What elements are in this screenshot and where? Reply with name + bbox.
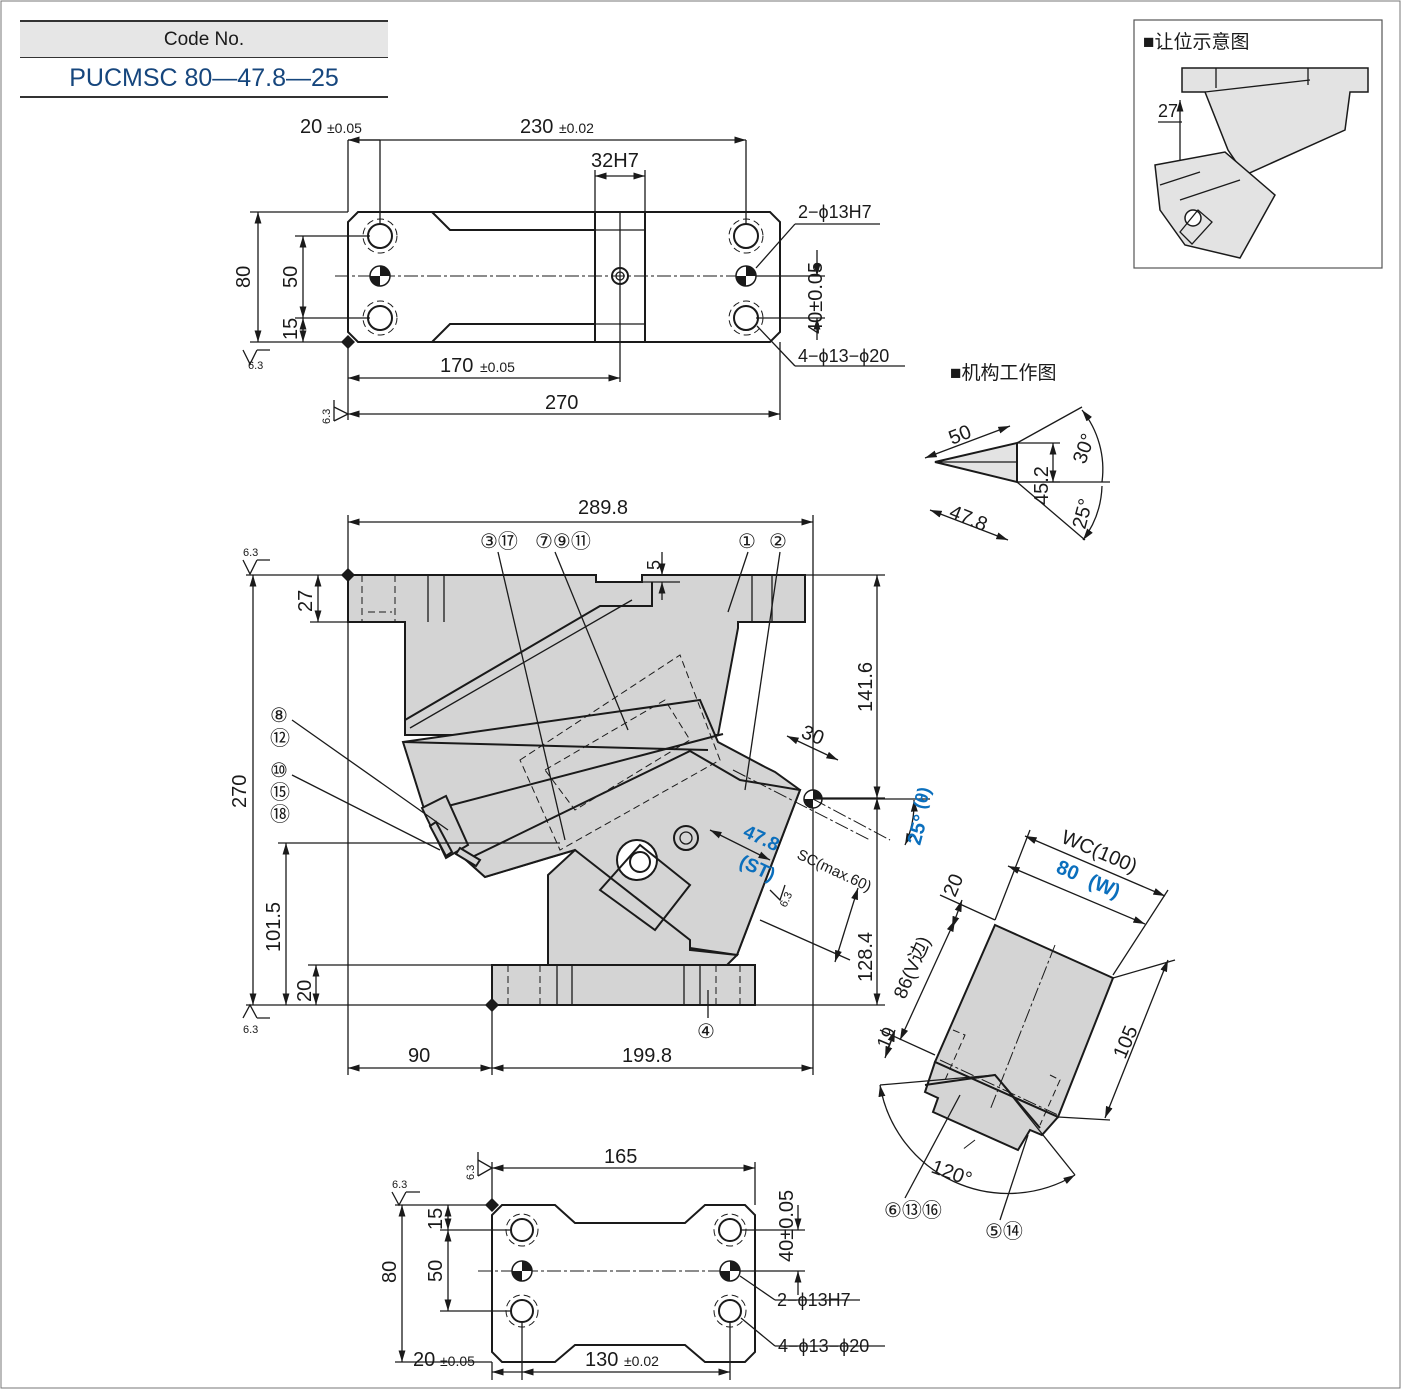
svg-text:6.3: 6.3 [248, 360, 263, 372]
side-dim-105: 105 [1109, 1023, 1142, 1062]
svg-text:6.3: 6.3 [392, 1179, 407, 1191]
top-plate-holes [362, 218, 764, 336]
base-plate [491, 964, 756, 1006]
balloon-15: ⑮ [270, 781, 290, 804]
balloon-2: ② [769, 531, 787, 553]
front-dim-top-thk: 27 [295, 590, 317, 612]
top-dim-low: 15 [280, 318, 302, 340]
balloon-4: ④ [697, 1021, 715, 1043]
front-dim-h2: 128.4 [855, 932, 877, 982]
svg-text:6.3: 6.3 [321, 409, 333, 424]
mech-dim-50: 50 [946, 421, 975, 450]
balloon-12: ⑫ [270, 727, 290, 750]
side-dim-20: 20 [939, 871, 968, 900]
front-dim-h1: 141.6 [855, 662, 877, 712]
balloon-5-14: ⑤⑭ [985, 1220, 1023, 1243]
roughness-mark [769, 884, 786, 902]
front-dim-base-h: 101.5 [263, 902, 285, 952]
balloon-7-9-11: ⑦⑨⑪ [535, 530, 591, 553]
side-dim-angle: 120° [928, 1156, 974, 1191]
balloon-18: ⑱ [270, 803, 290, 826]
bottom-plate-outline [491, 1204, 756, 1363]
svg-text:6.3: 6.3 [465, 1165, 477, 1180]
front-dim-base-thk: 20 [294, 980, 316, 1002]
front-dim-left: 90 [408, 1045, 430, 1067]
mech-dim-30: 30° [1069, 431, 1100, 467]
side-dim-v: 86(V边) [889, 933, 935, 1002]
front-dim-right: 199.8 [622, 1045, 672, 1067]
front-dim-angle-tag: (θ) [910, 785, 935, 811]
bottom-plate-view: 165 80 50 15 20 ±0.05 130 ±0.02 40±0.05 … [379, 1146, 885, 1380]
roughness-mark [333, 400, 350, 422]
clearance-title: ■让位示意图 [1143, 31, 1249, 53]
top-dim-pitch-tol: ±0.02 [559, 120, 594, 136]
clearance-view: ■让位示意图 27 [1133, 19, 1383, 269]
balloon-6-13-16: ⑥⑬⑯ [884, 1199, 942, 1222]
side-dim-w: 80 [1053, 856, 1082, 885]
bottom-dim-offset: 20 [413, 1349, 435, 1371]
balloon-10: ⑩ [270, 760, 288, 782]
mech-dim-45-2: 45.2 [1031, 466, 1053, 505]
balloon-3-17: ③⑰ [480, 530, 518, 553]
bottom-dim-pitch: 130 [585, 1349, 618, 1371]
front-dim-total-height: 270 [229, 775, 251, 808]
mechanism-title: ■机构工作图 [950, 362, 1056, 384]
code-header: Code No. [20, 20, 388, 58]
clearance-lower-block [1154, 151, 1276, 259]
balloon-1: ① [738, 531, 756, 553]
front-dim-width: 289.8 [578, 497, 628, 519]
bottom-dim-inner: 50 [425, 1260, 447, 1282]
side-dim-19: 19 [873, 1024, 901, 1052]
top-dim-height: 80 [233, 266, 255, 288]
roughness-mark [242, 349, 270, 366]
clearance-dim-27: 27 [1158, 101, 1178, 121]
bottom-callout-pins: 2−ϕ13H7 [777, 1290, 851, 1310]
svg-text:6.3: 6.3 [778, 890, 795, 909]
mech-dim-25: 25° [1069, 496, 1098, 531]
top-plate-outline [347, 211, 781, 343]
top-dim-half-tol: ±0.05 [480, 359, 515, 375]
top-block [347, 574, 806, 736]
bottom-dim-width: 165 [604, 1146, 637, 1168]
bottom-plate-pins [511, 1260, 741, 1282]
front-dim-slot-depth: 5 [644, 560, 664, 570]
front-dim-30: 30 [798, 721, 827, 750]
code-number-box: Code No. PUCMSC 80—47.8—25 [20, 20, 388, 98]
bottom-dim-vert: 40±0.05 [776, 1190, 798, 1262]
top-plate-view: 20 ±0.05 230 ±0.02 32H7 80 50 15 170 ±0.… [233, 116, 905, 424]
top-callout-pins: 2−ϕ13H7 [798, 202, 872, 222]
front-dim-angle: 25° [904, 812, 933, 847]
front-dim-sc: SC(max.60) [794, 846, 874, 895]
top-dim-length: 270 [545, 392, 578, 414]
top-dim-pitch: 230 [520, 116, 553, 138]
front-view: 289.8 270 27 5 141.6 128.4 101.5 20 90 1… [229, 497, 934, 1075]
top-dim-vert: 40±0.05 [805, 262, 827, 334]
mechanism-view: ■机构工作图 50 47.8 45.2 30° 25° [924, 362, 1110, 541]
clearance-upper-block [1181, 67, 1369, 176]
top-dim-inner: 50 [280, 266, 302, 288]
bottom-dim-offset-tol: ±0.05 [440, 1353, 475, 1369]
top-callout-holes: 4−ϕ13−ϕ20 [798, 346, 889, 366]
bottom-dim-pitch-tol: ±0.02 [624, 1353, 659, 1369]
bottom-dim-low: 15 [425, 1208, 447, 1230]
top-dim-offset: 20 [300, 116, 322, 138]
bottom-callout-holes: 4−ϕ13−ϕ20 [778, 1336, 869, 1356]
code-value: PUCMSC 80—47.8—25 [20, 58, 388, 98]
top-dim-offset-tol: ±0.05 [327, 120, 362, 136]
svg-text:6.3: 6.3 [243, 1024, 258, 1036]
top-dim-half: 170 [440, 355, 473, 377]
svg-text:6.3: 6.3 [243, 547, 258, 559]
bottom-dim-height: 80 [379, 1261, 401, 1283]
side-view: WC(100) 80 (W) 20 86(V边) 19 105 120° ⑥⑬⑯… [873, 826, 1176, 1243]
top-dim-slot: 32H7 [591, 150, 639, 172]
mech-dim-47-8: 47.8 [946, 501, 990, 536]
balloon-8: ⑧ [270, 705, 288, 727]
